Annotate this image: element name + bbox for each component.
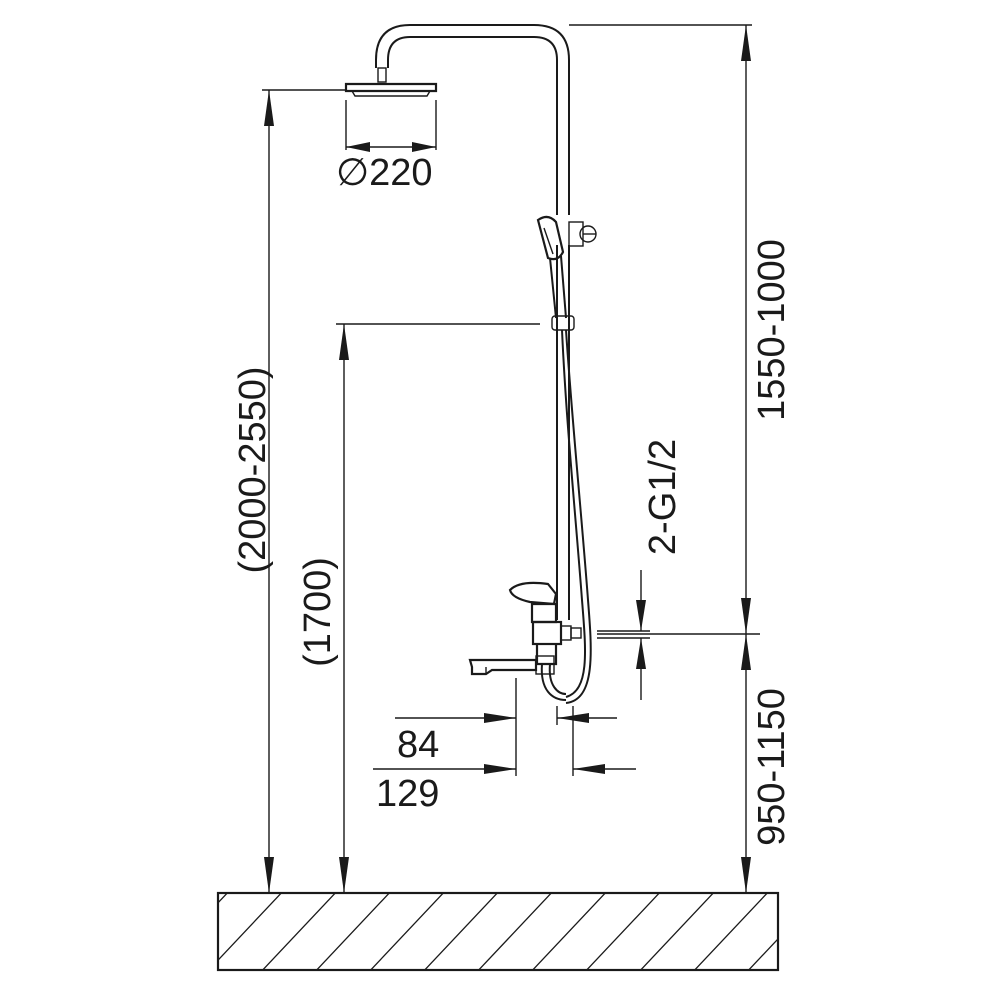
dim-handheld-height-label: (1700) bbox=[297, 557, 339, 667]
dim-upper-section: 1550-1000 bbox=[569, 24, 793, 634]
handheld-shower bbox=[536, 215, 597, 331]
shower-head bbox=[344, 82, 438, 97]
dim-inlet-thread-label: 2-G1/2 bbox=[642, 439, 684, 555]
hatch-line bbox=[218, 893, 229, 904]
hatch-line bbox=[531, 893, 607, 970]
dim-upper-section-label: 1550-1000 bbox=[751, 239, 793, 421]
dim-head-diameter-label: ∅220 bbox=[336, 152, 433, 194]
hatch-line bbox=[639, 893, 715, 970]
dim-handheld-height: (1700) bbox=[297, 323, 540, 893]
hatch-line bbox=[261, 893, 337, 970]
dim-total-height-label: (2000-2550) bbox=[232, 366, 274, 573]
riser-pipe bbox=[375, 24, 570, 620]
shower-hose bbox=[561, 329, 592, 704]
dim-head-diameter: ∅220 bbox=[336, 100, 437, 194]
hatch-line bbox=[798, 888, 880, 975]
hatch-line bbox=[693, 893, 769, 970]
floor-hatch bbox=[216, 888, 934, 975]
hatch-line bbox=[218, 893, 283, 962]
dim-projection: 84 129 bbox=[373, 678, 636, 815]
mixer-valve bbox=[508, 581, 582, 701]
dim-inlet-height: 950-1150 bbox=[597, 633, 793, 893]
dim-inlet-thread: 2-G1/2 bbox=[597, 439, 684, 700]
hatch-line bbox=[852, 888, 934, 975]
hatch-line bbox=[369, 893, 445, 970]
bath-spout bbox=[468, 655, 555, 676]
dim-projection-short-label: 84 bbox=[397, 724, 439, 766]
hatch-line bbox=[315, 893, 391, 970]
hatch-line bbox=[477, 893, 553, 970]
hatch-line bbox=[585, 893, 661, 970]
dim-total-height: (2000-2550) bbox=[232, 89, 346, 893]
hatch-line bbox=[423, 893, 499, 970]
dim-projection-long-label: 129 bbox=[376, 773, 439, 815]
dim-inlet-height-label: 950-1150 bbox=[751, 688, 793, 846]
hatch-line bbox=[747, 937, 778, 970]
